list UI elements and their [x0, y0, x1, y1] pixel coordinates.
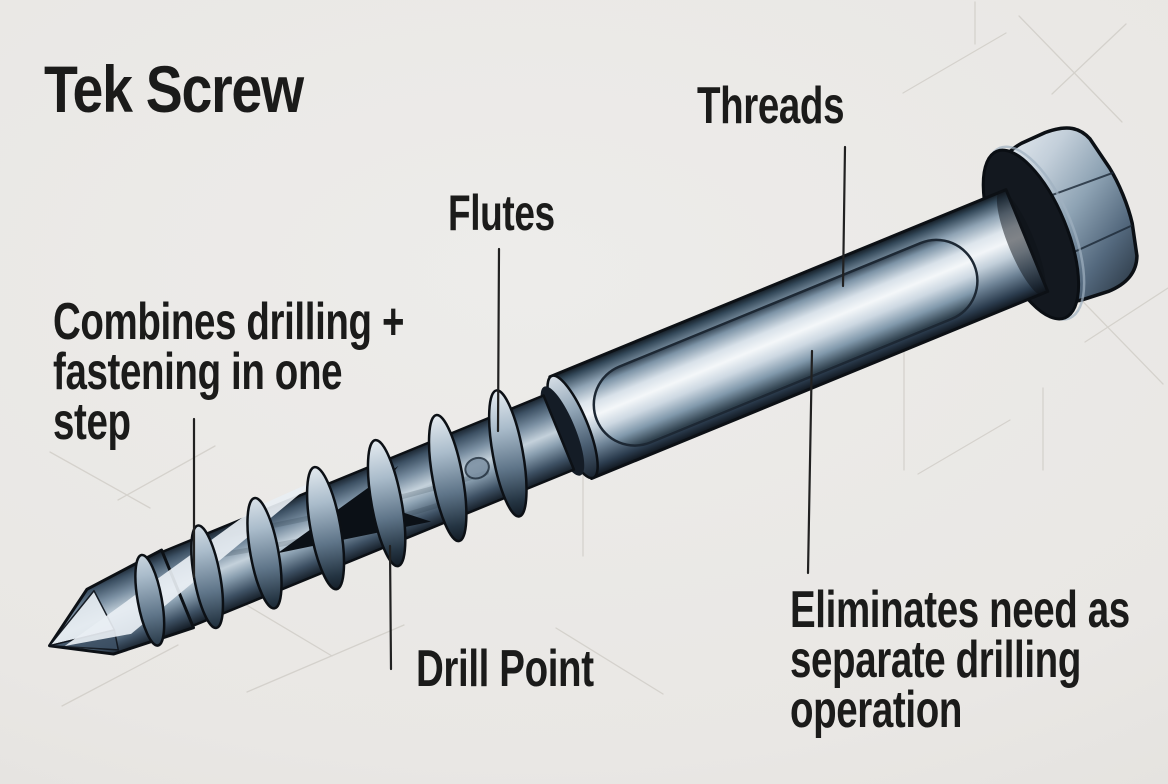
thread-fin [305, 465, 346, 591]
combines-note-line-2: fastening in one [53, 343, 343, 401]
page-title: Tek Screw [44, 52, 304, 126]
eliminates-note-line-3: operation [790, 681, 962, 739]
thread-fin [134, 553, 166, 647]
combines-note: Combines drilling + fastening in one ste… [53, 293, 405, 451]
thread-fins [134, 389, 528, 647]
flutes-label: Flutes [448, 185, 555, 241]
combines-note-line-3: step [53, 393, 131, 451]
drill-point-leader-line [388, 544, 393, 671]
eliminates-note: Eliminates need as separate drilling ope… [790, 581, 1130, 739]
shank-slot-contour [592, 238, 979, 447]
eliminates-note-line-1: Eliminates need as [790, 581, 1130, 639]
flutes-leader-line [496, 247, 501, 433]
thread-fin [246, 496, 283, 610]
combines-note-line-1: Combines drilling + [53, 293, 405, 351]
leader-lines [192, 145, 847, 671]
core-divot-detail [464, 456, 490, 480]
thread-fin [190, 524, 225, 630]
thread-fin [366, 438, 407, 568]
thread-fin [427, 413, 468, 543]
collar-shadow-ring [540, 386, 585, 476]
tek-screw-illustration [48, 126, 1139, 656]
drill-point-label: Drill Point [416, 640, 594, 698]
eliminates-leader-line [806, 349, 814, 575]
eliminates-note-line-2: separate drilling [790, 631, 1081, 689]
threads-leader-line [841, 145, 847, 288]
shank-head-shadow [996, 190, 1046, 295]
threads-label: Threads [697, 77, 845, 135]
